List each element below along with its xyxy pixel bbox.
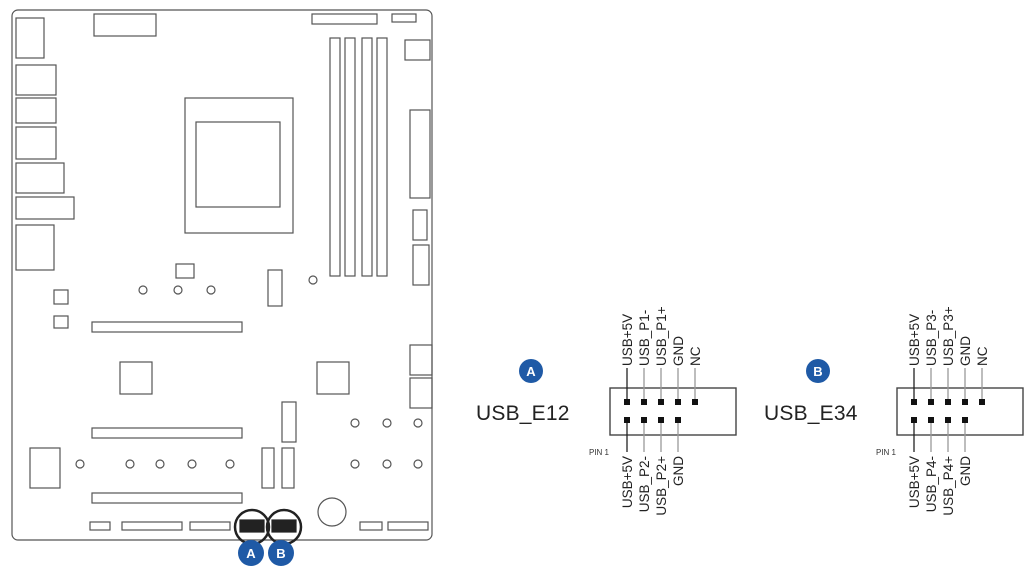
pin-label-bottom: GND — [958, 456, 973, 486]
marker-b: B — [806, 359, 830, 383]
board-marker-b-badge — [268, 540, 294, 566]
pin-label-top: USB_P3- — [924, 310, 939, 366]
rear-io-block — [15, 224, 55, 271]
pin-label-bottom: USB_P2+ — [654, 456, 669, 516]
pin-label-bottom: USB_P4+ — [941, 456, 956, 516]
pin — [641, 399, 647, 405]
pin — [928, 417, 934, 423]
chip — [175, 263, 195, 279]
pin-label-top: USB+5V — [620, 314, 635, 366]
usb-e12-label: USB_E12 — [476, 402, 570, 425]
rear-io-block — [15, 64, 57, 96]
cpu-socket-inner — [195, 121, 281, 208]
bottom-header — [121, 521, 183, 531]
board-outline — [11, 9, 433, 541]
left-header — [29, 447, 61, 489]
m2-slot — [281, 401, 297, 443]
left-header — [53, 289, 69, 305]
bottom-header — [387, 521, 429, 531]
pin — [624, 417, 630, 423]
chip — [316, 361, 350, 395]
top-header — [391, 13, 417, 23]
bottom-header — [89, 521, 111, 531]
m2-slot — [281, 447, 295, 489]
pin-label-top: USB+5V — [907, 314, 922, 366]
pin — [675, 399, 681, 405]
standoffs — [75, 275, 423, 527]
pin-label-top: USB_P1+ — [654, 306, 669, 366]
cpu-socket — [184, 97, 294, 234]
rear-io-block — [15, 196, 75, 220]
dimm-slot — [329, 37, 341, 277]
pin — [945, 417, 951, 423]
side-connector — [409, 377, 433, 409]
rear-io-block — [15, 126, 57, 160]
top-header — [404, 39, 431, 61]
pin — [928, 399, 934, 405]
rear-io-block — [15, 17, 45, 59]
header-box — [609, 387, 737, 436]
usb-e12-header-on-board — [239, 519, 265, 533]
pin-label-top: USB_P3+ — [941, 306, 956, 366]
header-box — [896, 387, 1024, 436]
pin — [945, 399, 951, 405]
bottom-header — [189, 521, 231, 531]
pin — [641, 417, 647, 423]
pin-label-top: NC — [975, 346, 990, 366]
board-marker-a: A — [246, 546, 256, 561]
pin-label-top: GND — [671, 336, 686, 366]
board-marker-b: B — [276, 546, 285, 561]
usb-e34-header-on-board — [271, 519, 297, 533]
usb-e34-label: USB_E34 — [764, 402, 858, 425]
chip — [119, 361, 153, 395]
pin-label-top: NC — [688, 346, 703, 366]
motherboard-diagram: A B — [11, 9, 433, 566]
pin — [962, 417, 968, 423]
top-header — [311, 13, 378, 25]
left-header — [53, 315, 69, 329]
rear-io-block — [15, 97, 57, 124]
pin — [675, 417, 681, 423]
pin — [911, 417, 917, 423]
pin-label-bottom: USB+5V — [620, 456, 635, 508]
pin-label-top: GND — [958, 336, 973, 366]
pcie-slot — [91, 427, 243, 439]
side-connector — [412, 244, 430, 286]
pin-label-top: USB_P1- — [637, 310, 652, 366]
pcie-slot — [91, 492, 243, 504]
pin-label-bottom: USB_P2- — [637, 456, 652, 512]
atx-power-connector — [409, 109, 431, 199]
pin-label-bottom: USB+5V — [907, 456, 922, 508]
side-connector — [409, 344, 433, 376]
m2-slot — [261, 447, 275, 489]
pin — [692, 399, 698, 405]
pin — [979, 399, 985, 405]
marker-a: A — [519, 359, 543, 383]
dimm-slot — [344, 37, 356, 277]
pin1-label: PIN 1 — [589, 448, 610, 457]
pin1-label: PIN 1 — [876, 448, 897, 457]
m2-slot — [267, 269, 283, 307]
board-marker-a-badge — [238, 540, 264, 566]
bottom-header — [359, 521, 383, 531]
rear-io-block — [15, 162, 65, 194]
pin — [658, 417, 664, 423]
pin-label-bottom: GND — [671, 456, 686, 486]
cpu-power-connector — [93, 13, 157, 37]
pin — [911, 399, 917, 405]
pin — [962, 399, 968, 405]
pin — [658, 399, 664, 405]
pin — [624, 399, 630, 405]
side-connector — [412, 209, 428, 241]
pin-label-bottom: USB_P4- — [924, 456, 939, 512]
dimm-slot — [376, 37, 388, 277]
dimm-slot — [361, 37, 373, 277]
pcie-slot — [91, 321, 243, 333]
